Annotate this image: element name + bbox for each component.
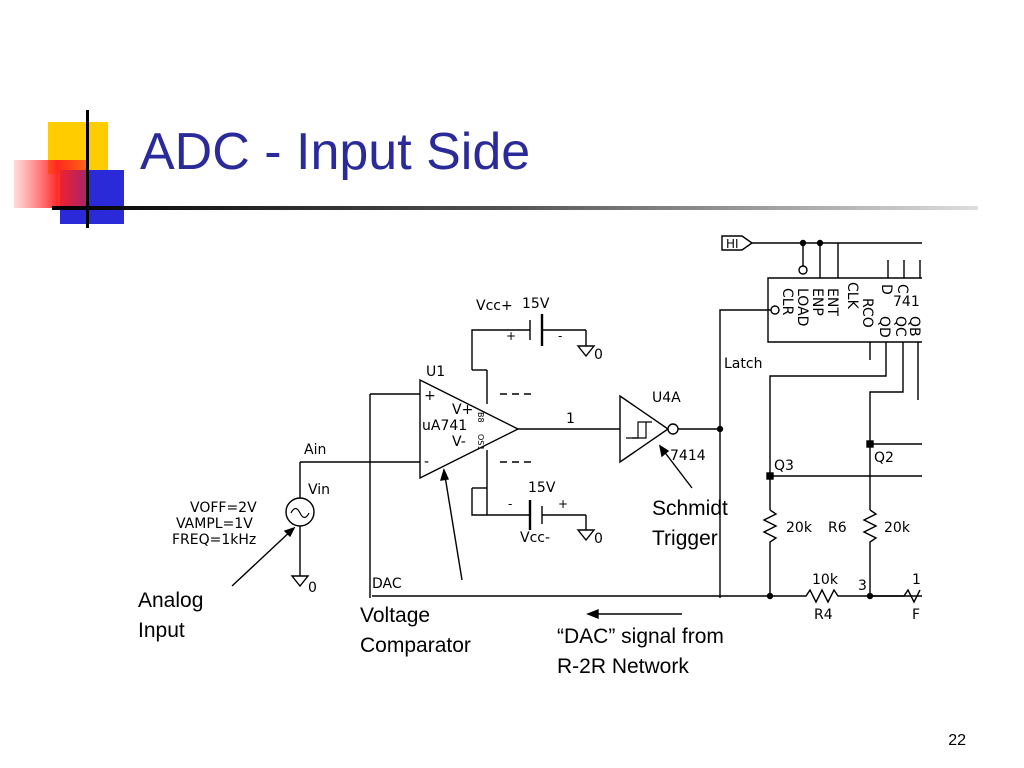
counter-pin-rco: RCO (859, 298, 875, 328)
counter-ic: CLR LOAD ENP ENT CLK RCO QD QC QB D C 74… (767, 277, 922, 343)
vcc-plus-value: 15V (522, 296, 550, 312)
page-number: 22 (948, 732, 966, 749)
annotation-analog-input-line2: Input (138, 619, 185, 642)
annotation-schmidt-trigger-line1: Schmidt (652, 497, 728, 520)
source-param-voff: VOFF=2V (190, 500, 257, 516)
schmitt-inverter-u4a: U4A 7414 (619, 390, 706, 464)
deco-red-bar (14, 160, 86, 208)
annotation-voltage-comparator: Voltage Comparator (360, 601, 471, 661)
annotation-schmidt-trigger-line2: Trigger (652, 527, 718, 550)
annotation-voltage-comparator-line2: Comparator (360, 634, 471, 657)
resistor-r6-label: R6 (828, 520, 847, 536)
opamp-plus-sign: + (424, 388, 436, 404)
source-param-vampl: VAMPL=1V (176, 516, 253, 532)
r4-value: 10k (812, 572, 839, 588)
opamp-minus-sign: - (424, 454, 429, 470)
counter-model-label: 741 (893, 294, 920, 310)
vcc-minus-plus-sign: + (558, 497, 568, 511)
vcc-plus-supply: Vcc+ 15V + - 0 (471, 296, 603, 370)
annotation-dac-signal-line2: R-2R Network (557, 655, 689, 678)
vcc-plus-minus-sign: - (558, 329, 562, 343)
counter-pin-qd: QD (876, 316, 892, 338)
annotation-dac-signal-line1: “DAC” signal from (557, 625, 724, 648)
annotation-dac-signal: “DAC” signal from R-2R Network (557, 622, 724, 682)
opamp-u1: U1 + - V+ uA741 V- B8 OS1 (419, 364, 520, 480)
annotation-schmidt-trigger: Schmidt Trigger (652, 494, 728, 554)
hi-label: HI (726, 237, 739, 251)
resistor-right-value: 1 (912, 572, 921, 588)
annotation-analog-input: Analog Input (138, 586, 203, 646)
net-1-label: 1 (566, 411, 575, 427)
counter-pin-enp: ENP (809, 288, 825, 316)
counter-pin-c: C (894, 284, 910, 294)
annotation-voltage-comparator-line1: Voltage (360, 604, 431, 627)
resistor-r6-value: 20k (884, 520, 911, 536)
counter-pin-clr: CLR (779, 288, 795, 316)
counter-pin-d: D (878, 284, 894, 295)
opamp-vplus-label: V+ (452, 402, 473, 418)
source-param-freq: FREQ=1kHz (172, 532, 256, 548)
resistor-r6 (862, 509, 878, 596)
pointer-analog-input (231, 527, 295, 587)
opamp-pin-os1: OS1 (476, 434, 485, 450)
title-underline (52, 206, 978, 210)
u4a-label: U4A (652, 390, 681, 406)
opamp-pin-b8: B8 (476, 412, 485, 423)
vcc-minus-minus-sign: - (508, 497, 512, 511)
dac-label: DAC (372, 576, 402, 592)
deco-vertical-line (86, 110, 89, 228)
q3-label: Q3 (774, 458, 794, 474)
voltage-source-vin: Ain Vin 0 VOFF=2V VAMPL=1V FREQ=1kHz (172, 442, 330, 596)
counter-pin-qc: QC (892, 316, 908, 337)
q2-label: Q2 (874, 450, 894, 466)
resistor-right-label: F (912, 607, 920, 623)
counter-pin-ent: ENT (824, 288, 840, 316)
vin-label: Vin (308, 482, 330, 498)
resistor-left (762, 509, 778, 596)
ain-label: Ain (304, 442, 326, 458)
u1-label: U1 (426, 364, 445, 380)
vcc-plus-label: Vcc+ (476, 298, 513, 314)
resistor-left-value: 20k (786, 520, 813, 536)
vcc-minus-label: Vcc- (520, 530, 550, 546)
inverter-model-label: 7414 (670, 448, 706, 464)
vcc-plus-sign: + (506, 329, 516, 343)
pointer-comparator (443, 469, 463, 581)
counter-pin-load: LOAD (794, 288, 810, 326)
opamp-vminus-label: V- (452, 434, 466, 450)
vcc-minus-ground-label: 0 (594, 531, 603, 547)
vcc-minus-supply: 15V Vcc- - + 0 (471, 480, 603, 547)
counter-pin-clk: CLK (844, 282, 860, 310)
clr-invert-bubble (770, 305, 780, 315)
counter-pin-qb: QB (906, 316, 922, 337)
vcc-minus-value: 15V (528, 480, 556, 496)
source-ground-label: 0 (308, 580, 317, 596)
load-invert-bubble (798, 265, 808, 275)
annotation-analog-input-line1: Analog (138, 589, 204, 612)
page-title: ADC - Input Side (140, 123, 531, 181)
r4-label: R4 (814, 607, 833, 623)
opamp-model-label: uA741 (422, 418, 467, 434)
vcc-plus-ground-label: 0 (594, 347, 603, 363)
latch-label: Latch (724, 356, 762, 372)
hi-port: HI (721, 235, 754, 251)
node-3-label: 3 (858, 578, 867, 594)
